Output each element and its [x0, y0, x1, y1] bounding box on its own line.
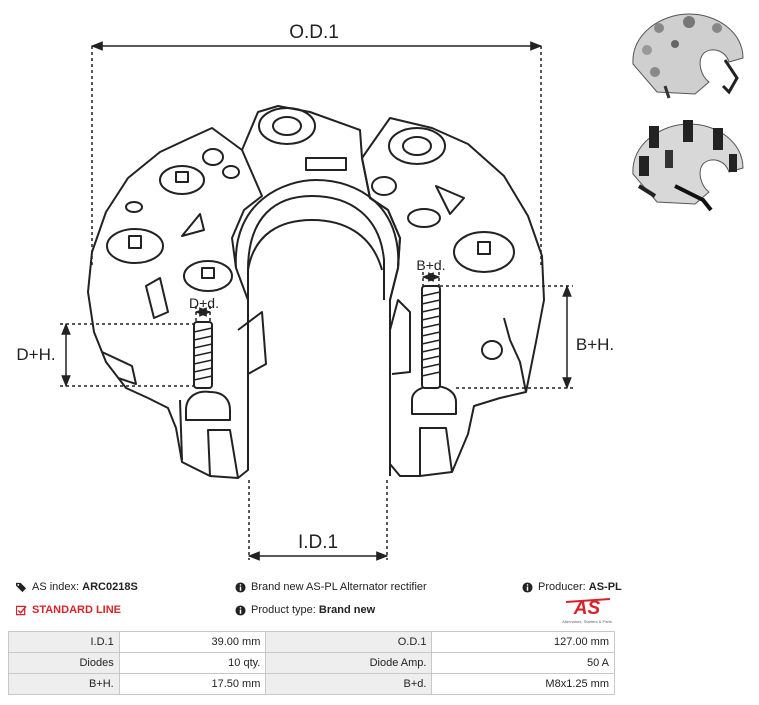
extension-lines	[60, 46, 573, 560]
info-icon	[522, 581, 533, 593]
product-type: Product type: Brand new	[235, 604, 375, 616]
producer: Producer: AS-PL	[522, 581, 622, 593]
spec-value: M8x1.25 mm	[431, 673, 615, 695]
producer-label: Producer:	[538, 581, 586, 593]
tags-icon	[16, 582, 27, 592]
info-icon	[235, 604, 246, 616]
spec-value: 127.00 mm	[431, 631, 615, 653]
spec-label: B+d.	[265, 673, 433, 695]
dh-label: D+H.	[16, 345, 55, 364]
checkbox-icon	[16, 605, 27, 615]
stud-threads	[193, 291, 441, 381]
as-pl-logo: AS Alternators, Starters & Parts	[562, 598, 612, 624]
spec-label: I.D.1	[8, 631, 120, 653]
dimension-lines	[61, 41, 572, 561]
as-index-value: ARC0218S	[82, 581, 138, 593]
as-index: AS index: ARC0218S	[16, 581, 138, 593]
spec-label: O.D.1	[265, 631, 433, 653]
svg-text:Alternators, Starters & Parts: Alternators, Starters & Parts	[562, 619, 612, 624]
id1-label: I.D.1	[298, 532, 338, 553]
product-photo-top	[632, 13, 744, 99]
dd-label: D+d.	[189, 295, 219, 311]
spec-value: 17.50 mm	[118, 673, 267, 695]
spec-value: 10 qty.	[118, 652, 267, 674]
product-photo-bottom	[632, 120, 744, 211]
rectifier-technical-drawing: O.D.1 I.D.1 D+H. B+H. D+d. B+d.	[16, 22, 614, 561]
as-index-label: AS index:	[32, 581, 80, 593]
bh-label: B+H.	[576, 335, 614, 354]
bd-label: B+d.	[416, 257, 445, 273]
description: Brand new AS-PL Alternator rectifier	[235, 581, 427, 593]
spec-value: 50 A	[431, 652, 615, 674]
rectifier-outline	[87, 105, 545, 479]
spec-label: B+H.	[8, 673, 120, 695]
info-icon	[235, 581, 246, 593]
standard-line: STANDARD LINE	[16, 604, 121, 616]
svg-text:AS: AS	[573, 598, 601, 619]
spec-value: 39.00 mm	[118, 631, 267, 653]
standard-line-label: STANDARD LINE	[32, 604, 122, 616]
producer-value: AS-PL	[588, 581, 622, 593]
product-type-value: Brand new	[318, 604, 376, 616]
spec-label: Diodes	[8, 652, 120, 674]
description-text: Brand new AS-PL Alternator rectifier	[251, 581, 427, 593]
od1-label: O.D.1	[289, 22, 339, 43]
spec-label: Diode Amp.	[265, 652, 433, 674]
product-type-label: Product type:	[251, 604, 316, 616]
